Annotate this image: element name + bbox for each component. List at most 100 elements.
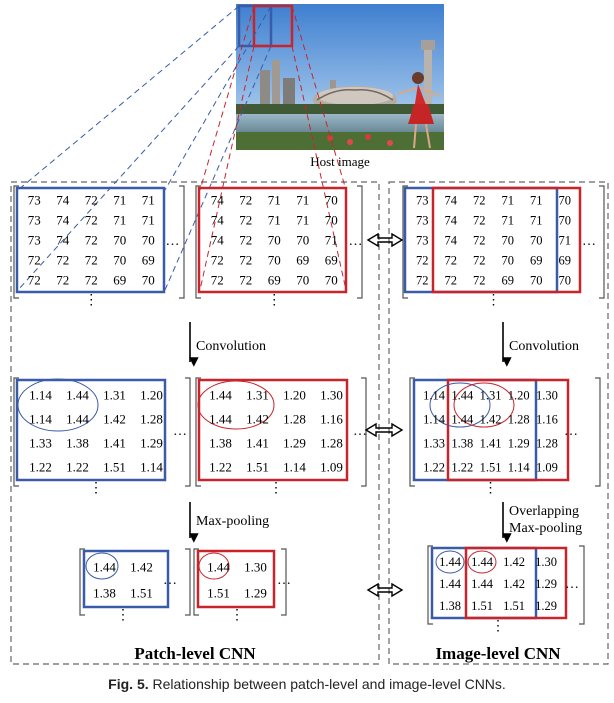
image-pool-cell: 1.42 xyxy=(503,577,525,591)
red-input-right-bracket xyxy=(357,185,363,299)
image-conv-cell: 1.44 xyxy=(451,412,474,426)
blue-conv-cell: 1.51 xyxy=(103,459,126,474)
blue-input-cell: 71 xyxy=(113,212,126,227)
red-conv-frame xyxy=(197,378,349,482)
red-input-cell: 70 xyxy=(268,252,281,267)
image-input-cell: 72 xyxy=(473,273,486,287)
convolution-label-left: Convolution xyxy=(196,339,266,354)
blue-input-left-bracket xyxy=(13,185,19,299)
blue-input-ellipsis-h: … xyxy=(166,234,180,249)
red-conv-ellipsis-h: … xyxy=(353,424,367,439)
blue-pool-cell: 1.44 xyxy=(93,560,116,575)
image-input-cell: 72 xyxy=(473,233,486,247)
blue-pool-cell: 1.42 xyxy=(130,560,153,575)
red-conv-cell: 1.30 xyxy=(320,387,343,402)
red-pool-ellipsis-h: … xyxy=(277,573,291,588)
image-pool-cell: 1.42 xyxy=(503,555,525,569)
red-input-frame xyxy=(197,186,348,294)
caption-text: Relationship between patch-level and ima… xyxy=(152,676,506,692)
red-input-ellipsis-h: … xyxy=(349,234,363,249)
image-conv-cell: 1.14 xyxy=(423,388,446,402)
image-conv-cell: 1.33 xyxy=(423,436,445,450)
image-conv-cell: 1.14 xyxy=(423,412,446,426)
image-conv-ellipsis-h: … xyxy=(564,424,578,439)
image-conv-cell: 1.22 xyxy=(423,460,445,474)
image-input-cell: 74 xyxy=(445,213,458,227)
image-input-cell: 72 xyxy=(473,253,486,267)
red-input-cell: 71 xyxy=(296,192,309,207)
red-input-cell: 74 xyxy=(211,212,225,227)
image-input-cell: 71 xyxy=(530,193,543,207)
image-input-cell: 72 xyxy=(473,193,486,207)
overlap-label-line2: Max-pooling xyxy=(509,521,582,536)
image-conv-cell: 1.22 xyxy=(451,460,473,474)
image-input-cell: 71 xyxy=(559,233,572,247)
image-conv-cell: 1.29 xyxy=(508,436,530,450)
image-input-left-bracket xyxy=(402,185,408,299)
image-conv-cell: 1.42 xyxy=(480,412,502,426)
blue-conv-cell: 1.14 xyxy=(29,411,52,426)
blue-conv-cell: 1.41 xyxy=(103,435,126,450)
red-input-cell: 70 xyxy=(325,192,338,207)
blue-input-cell: 72 xyxy=(28,252,41,267)
equivalence-arrows xyxy=(364,232,404,598)
image-pool-blue-ellipse xyxy=(435,550,465,574)
blue-conv-left-bracket xyxy=(13,377,19,487)
red-input-ellipsis-v: ⋮ xyxy=(267,293,281,308)
image-input-cell: 69 xyxy=(559,253,572,267)
image-pool-left-bracket xyxy=(427,545,433,625)
image-input-ellipsis-h: … xyxy=(582,234,596,249)
image-pool-cell: 1.44 xyxy=(439,555,462,569)
image-pool-cell: 1.51 xyxy=(471,599,493,613)
red-input-cell: 74 xyxy=(211,232,225,247)
blue-pool-ellipsis-h: … xyxy=(163,573,177,588)
red-conv-ellipse xyxy=(197,380,275,430)
image-input-cell: 74 xyxy=(445,193,458,207)
image-conv-cell: 1.16 xyxy=(536,412,558,426)
red-conv-cell: 1.38 xyxy=(209,435,232,450)
red-pool-ellipse xyxy=(198,552,230,580)
image-input-cell: 70 xyxy=(502,233,515,247)
patch-level-panel xyxy=(10,181,380,665)
red-input-cell: 70 xyxy=(296,232,309,247)
image-conv-red-ellipse xyxy=(453,382,515,428)
red-input-cell: 72 xyxy=(239,232,252,247)
image-pool-cell: 1.30 xyxy=(535,555,557,569)
maxpool-label-left: Max-pooling xyxy=(196,514,269,529)
image-pool-cell: 1.38 xyxy=(439,599,461,613)
image-pool-right-bracket xyxy=(579,545,585,625)
blue-input-cell: 72 xyxy=(56,272,69,287)
image-input-cell: 72 xyxy=(445,253,458,267)
image-conv-red-frame xyxy=(446,378,570,482)
image-input-cell: 72 xyxy=(416,273,429,287)
red-input-cell: 72 xyxy=(239,252,252,267)
blue-input-cell: 74 xyxy=(56,192,70,207)
red-pool-ellipsis-v: ⋮ xyxy=(230,608,244,623)
image-input-cell: 72 xyxy=(473,213,486,227)
red-pool-frame xyxy=(196,549,276,609)
blue-input-cell: 71 xyxy=(142,192,155,207)
blue-input-cell: 74 xyxy=(56,232,70,247)
red-input-cell: 71 xyxy=(325,232,338,247)
blue-input-cell: 73 xyxy=(28,192,41,207)
blue-conv-cell: 1.44 xyxy=(66,411,89,426)
red-pool-right-bracket xyxy=(281,548,287,616)
red-input-cell: 70 xyxy=(296,272,309,287)
red-input-cell: 72 xyxy=(239,212,252,227)
red-input-cell: 72 xyxy=(211,272,224,287)
blue-pool-frame xyxy=(82,549,170,609)
figure-caption: Fig. 5. Relationship between patch-level… xyxy=(0,676,614,692)
blue-pool-ellipse xyxy=(85,552,119,580)
blue-conv-cell: 1.29 xyxy=(140,435,163,450)
image-input-red-frame xyxy=(431,186,582,294)
blue-conv-cell: 1.31 xyxy=(103,387,126,402)
image-conv-cell: 1.09 xyxy=(536,460,558,474)
red-input-cell: 70 xyxy=(325,212,338,227)
red-conv-cell: 1.28 xyxy=(283,411,306,426)
blue-pool-ellipsis-v: ⋮ xyxy=(116,608,130,623)
blue-input-cell: 69 xyxy=(142,252,155,267)
red-conv-cell: 1.44 xyxy=(209,411,232,426)
